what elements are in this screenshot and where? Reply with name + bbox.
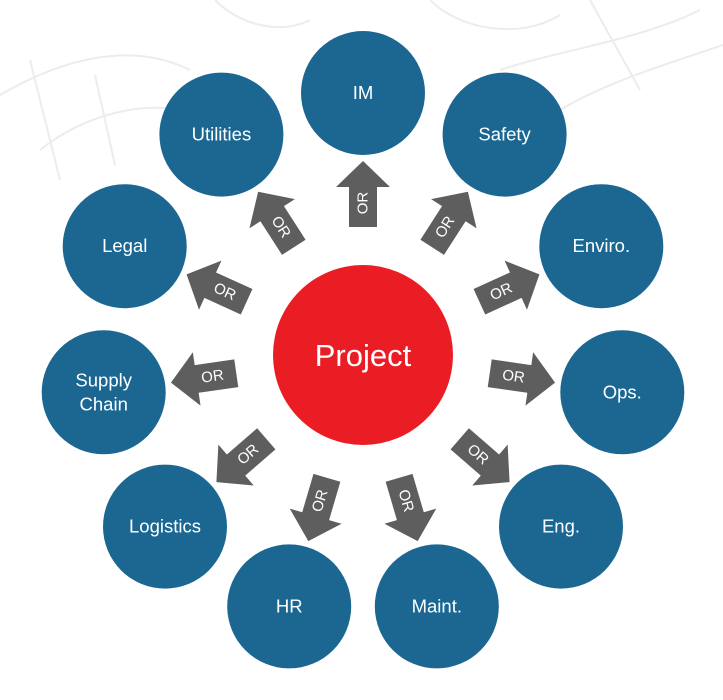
or-arrow-logistics: OR [216,428,276,486]
or-arrow-legal: OR [186,260,253,315]
or-arrow-maint: OR [384,473,437,542]
background-sketch [0,0,723,181]
arrow-shape [473,260,540,315]
node-circle [539,184,664,309]
arrow-shape [420,191,477,255]
node-circle [301,31,425,155]
node-label: Maint. [412,595,462,616]
node-label: Ops. [603,381,642,402]
node-circle [41,330,166,455]
node-label: Safety [478,124,531,145]
node-safety: Safety [442,72,567,197]
node-circle [442,72,567,197]
or-arrow-utilities: OR [249,191,306,255]
arrow-shape [216,428,276,486]
project-label: Project [315,338,412,373]
node-im: IM [301,31,425,155]
node-label: Utilities [192,124,252,145]
node-circle [560,330,685,455]
node-label: Legal [102,235,147,256]
or-label: OR [501,367,526,387]
arrow-shape [170,352,239,406]
project-node: Project [273,265,453,445]
or-label: OR [355,192,372,215]
arrow-shape [487,352,556,406]
node-label: Logistics [129,516,201,537]
or-label: OR [200,367,225,387]
arrow-shape [289,473,342,542]
node-utilities: Utilities [159,72,284,197]
node-legal: Legal [62,184,187,309]
project-circle [273,265,453,445]
node-label: Supply [75,369,132,390]
node-label: Eng. [542,516,580,537]
arrow-shape [450,428,510,486]
node-circle [227,544,352,669]
or-arrow-eng: OR [450,428,510,486]
node-circle [159,72,284,197]
node-maint: Maint. [374,544,499,669]
arrow-shape [336,161,390,227]
node-eng: Eng. [499,464,623,589]
or-arrow-hr: OR [289,473,342,542]
or-label: OR [309,487,332,514]
or-label: OR [395,488,418,515]
or-arrow-enviro: OR [473,260,540,315]
arrow-shape [384,473,437,542]
node-circle [62,184,187,309]
or-arrow-ops: OR [487,352,556,406]
node-circle [499,464,623,589]
node-hr: HR [227,544,352,669]
node-logistics: Logistics [103,464,227,589]
node-enviro: Enviro. [539,184,664,309]
node-ops: Ops. [560,330,685,455]
node-circle [103,464,227,589]
arrow-shape [186,260,253,315]
arrow-shape [249,191,306,255]
node-label: IM [353,82,374,103]
or-arrow-supply-chain: OR [170,352,239,406]
node-label: Enviro. [573,235,631,256]
node-label: Chain [80,393,128,414]
or-arrow-im: OR [336,161,390,227]
node-label: HR [276,595,303,616]
or-arrow-safety: OR [420,191,477,255]
node-circle [374,544,499,669]
